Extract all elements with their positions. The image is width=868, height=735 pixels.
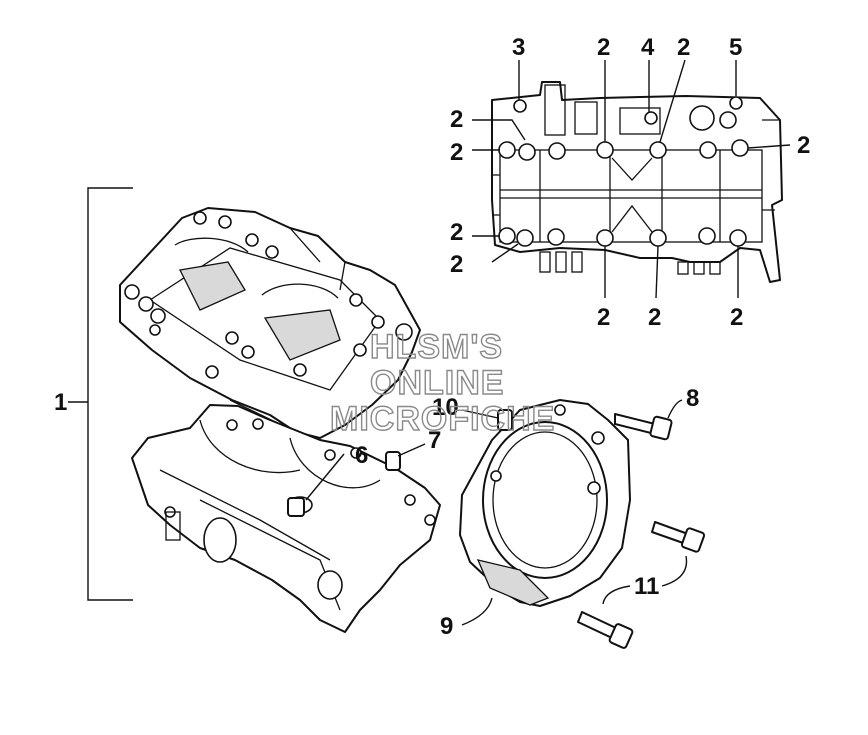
callout-4: 4 xyxy=(641,34,655,61)
callout-2: 2 xyxy=(450,251,463,278)
crankcase-upper-half xyxy=(119,207,421,439)
callout-2: 2 xyxy=(677,34,690,61)
leader-lines xyxy=(68,59,791,626)
callout-2: 2 xyxy=(797,132,810,159)
callout-8: 8 xyxy=(686,385,699,412)
callout-2: 2 xyxy=(450,139,463,166)
callout-2: 2 xyxy=(597,304,610,331)
bolt-8 xyxy=(614,413,673,441)
callout-2: 2 xyxy=(450,106,463,133)
watermark: HLSM'S ONLINE MICROFICHE xyxy=(329,327,555,438)
bolt-11-upper xyxy=(651,521,706,553)
watermark-line-2: ONLINE xyxy=(370,364,504,402)
dowel-pin-7 xyxy=(385,451,401,471)
watermark-line-1: HLSM'S xyxy=(370,328,503,366)
dowel-pin-10 xyxy=(497,409,513,431)
callout-3: 3 xyxy=(512,34,525,61)
callout-6: 6 xyxy=(355,442,368,469)
callout-5: 5 xyxy=(729,34,742,61)
callout-10: 10 xyxy=(432,394,459,421)
callout-2: 2 xyxy=(597,34,610,61)
watermark-line-3: MICROFICHE xyxy=(330,400,555,438)
callout-2: 2 xyxy=(730,304,743,331)
callout-11: 11 xyxy=(634,573,659,600)
crankcase-lower-half xyxy=(131,404,441,633)
callout-7: 7 xyxy=(428,427,441,454)
callout-1: 1 xyxy=(54,389,67,416)
callout-2: 2 xyxy=(450,219,463,246)
callout-9: 9 xyxy=(440,613,453,640)
dowel-pin-6 xyxy=(287,497,305,517)
callout-labels: 1 3 2 4 2 5 2 2 2 2 2 2 2 2 6 7 10 8 9 1… xyxy=(54,34,810,640)
crankcase-bottom-view xyxy=(491,81,783,283)
callout-2: 2 xyxy=(648,304,661,331)
bolt-11-lower xyxy=(577,611,634,649)
flywheel-housing xyxy=(459,399,631,607)
